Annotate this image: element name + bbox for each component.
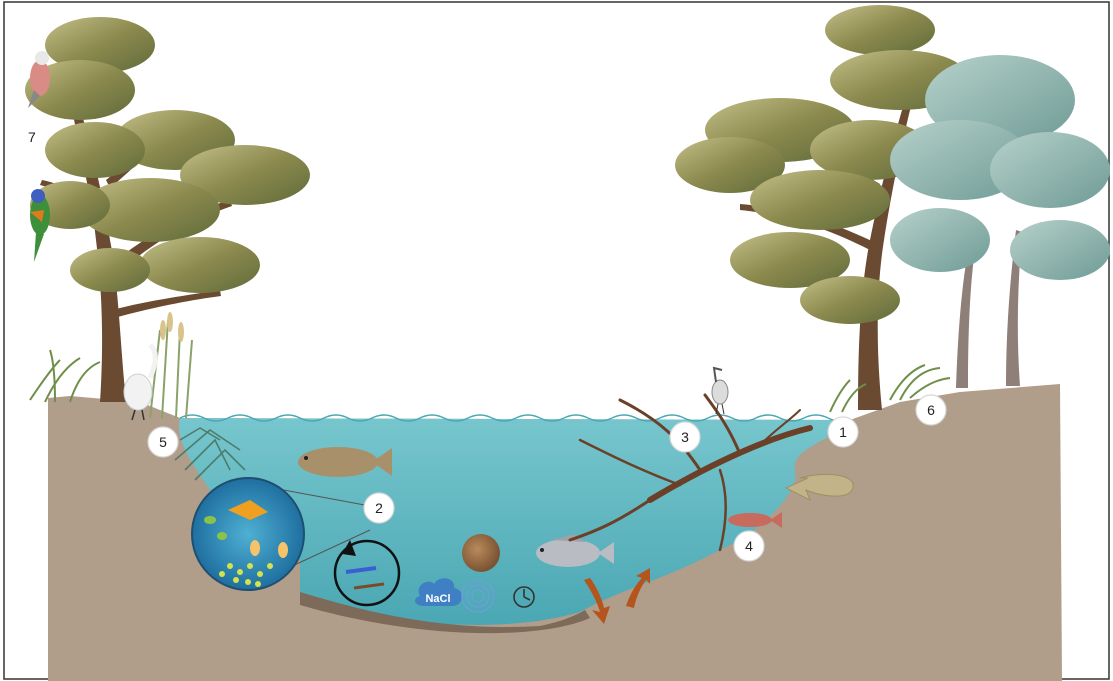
marker-4-label: 4: [745, 538, 753, 554]
salt-label: NaCl: [425, 593, 450, 605]
marker-1-label: 1: [839, 424, 847, 440]
marker-6-label: 6: [927, 402, 935, 418]
marker-5: 5: [148, 427, 178, 457]
marker-3: 3: [670, 422, 700, 452]
left-grass: [30, 350, 100, 402]
marker-5-label: 5: [159, 434, 167, 450]
marker-2-label: 2: [375, 500, 383, 516]
right-tree: [675, 5, 970, 410]
marker-2: 2: [364, 493, 394, 523]
sediment-icon: [462, 534, 500, 572]
marker-4: 4: [734, 531, 764, 561]
marker-6: 6: [916, 395, 946, 425]
marker-7-label: 7: [28, 129, 36, 145]
marker-1: 1: [828, 417, 858, 447]
marker-3-label: 3: [681, 429, 689, 445]
